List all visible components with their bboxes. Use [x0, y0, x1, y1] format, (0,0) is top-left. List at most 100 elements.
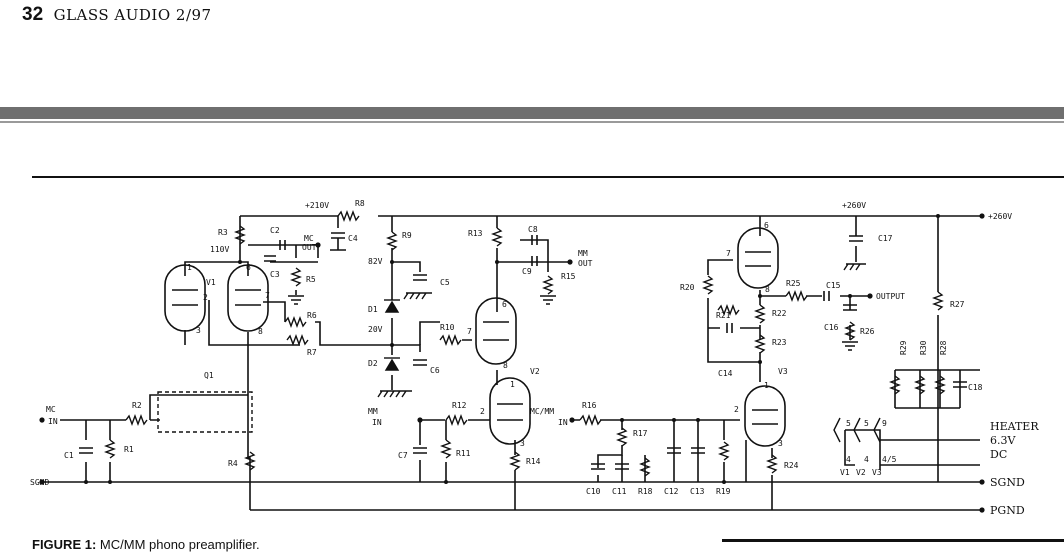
label-mcmm-in-2: IN [558, 418, 568, 427]
component-labels: +210V R8 R3 110V C2 C3 R5 MC OUT C4 R9 8… [30, 199, 1039, 517]
label-r25: R25 [786, 279, 801, 288]
resistors [104, 210, 946, 477]
label-pin8c: 8 [765, 285, 770, 294]
figure-top-rule [32, 176, 1064, 178]
label-r6: R6 [307, 311, 317, 320]
figure-caption: FIGURE 1: MC/MM phono preamplifier. [32, 537, 260, 552]
label-h5b: 5 [864, 419, 869, 428]
label-pin6a: 6 [246, 263, 251, 272]
label-r18: R18 [638, 487, 653, 496]
label-r13: R13 [468, 229, 483, 238]
caption-label: FIGURE 1: [32, 537, 97, 552]
label-r22: R22 [772, 309, 787, 318]
label-hv1: V1 [840, 468, 850, 477]
label-output: OUTPUT [876, 292, 905, 301]
label-h4b: 4 [864, 455, 869, 464]
label-d2: D2 [368, 359, 378, 368]
label-pin2a: 2 [203, 293, 208, 302]
vacuum-tubes [164, 227, 786, 447]
label-h9: 9 [882, 419, 887, 428]
label-c9: C9 [522, 267, 532, 276]
label-heater-1: HEATER [990, 420, 1039, 433]
q1-dashed-outline [157, 391, 253, 433]
label-mc-in-1: MC [46, 405, 56, 414]
header-band-line [0, 121, 1064, 123]
label-r30: R30 [919, 340, 928, 355]
label-h4a: 4 [846, 455, 851, 464]
zener-diodes [384, 299, 400, 371]
label-pin1a: 1 [187, 263, 192, 272]
label-r17: R17 [633, 429, 648, 438]
wires [42, 215, 982, 511]
label-r15: R15 [561, 272, 576, 281]
label-v1: V1 [206, 278, 216, 287]
label-r2: R2 [132, 401, 142, 410]
label-c6: C6 [430, 366, 440, 375]
label-hv3: V3 [872, 468, 882, 477]
label-r7: R7 [307, 348, 317, 357]
label-c2: C2 [270, 226, 280, 235]
label-d1: D1 [368, 305, 378, 314]
terminals [39, 213, 985, 513]
label-pin6b: 6 [502, 300, 507, 309]
capacitors [79, 232, 967, 470]
label-hv2: V2 [856, 468, 866, 477]
label-pin3a: 3 [196, 326, 201, 335]
page-header: 32 GLASS AUDIO 2/97 [22, 4, 212, 26]
label-pin6c: 6 [764, 221, 769, 230]
label-r21: R21 [716, 311, 731, 320]
label-c15: C15 [826, 281, 841, 290]
label-r1: R1 [124, 445, 134, 454]
label-mm-in-1: MM [368, 407, 378, 416]
label-r19: R19 [716, 487, 731, 496]
label-c5: C5 [440, 278, 450, 287]
label-pin8a: 8 [258, 327, 263, 336]
label-c13: C13 [690, 487, 705, 496]
label-v2: V2 [530, 367, 540, 376]
label-heater-3: DC [990, 448, 1007, 461]
label-r5: R5 [306, 275, 316, 284]
label-c7: C7 [398, 451, 408, 460]
label-r24: R24 [784, 461, 799, 470]
label-r14: R14 [526, 457, 541, 466]
figure-bottom-rule [722, 539, 1064, 542]
label-sgnd-right: SGND [990, 476, 1025, 489]
label-pin3b: 3 [520, 439, 525, 448]
label-r8: R8 [355, 199, 365, 208]
label-c3: C3 [270, 270, 280, 279]
label-c16: C16 [824, 323, 839, 332]
header-band [0, 107, 1064, 119]
label-mc-in-2: IN [48, 417, 58, 426]
label-r27: R27 [950, 300, 965, 309]
label-260v-right: +260V [988, 212, 1012, 221]
label-r28: R28 [939, 340, 948, 355]
label-sgnd-left: SGND [30, 478, 49, 487]
label-pin2b: 2 [480, 407, 485, 416]
label-c12: C12 [664, 487, 679, 496]
label-mc-out-2: OUT [302, 243, 317, 252]
label-r12: R12 [452, 401, 467, 410]
label-r20: R20 [680, 283, 695, 292]
label-r3: R3 [218, 228, 228, 237]
heater-windings [833, 417, 881, 443]
label-r23: R23 [772, 338, 787, 347]
label-c4: C4 [348, 234, 358, 243]
label-mm-out-1: MM [578, 249, 588, 258]
label-260v: +260V [842, 201, 866, 210]
label-r29: R29 [899, 340, 908, 355]
label-c14: C14 [718, 369, 733, 378]
label-heater-2: 6.3V [990, 434, 1016, 447]
label-r26: R26 [860, 327, 875, 336]
label-c18: C18 [968, 383, 983, 392]
label-pgnd-right: PGND [990, 504, 1025, 517]
caption-text: MC/MM phono preamplifier. [96, 537, 260, 552]
label-h5a: 5 [846, 419, 851, 428]
label-110v: 110V [210, 245, 229, 254]
page-number: 32 [22, 4, 44, 25]
label-20v: 20V [368, 325, 383, 334]
label-c10: C10 [586, 487, 601, 496]
label-210v: +210V [305, 201, 329, 210]
label-mm-in-2: IN [372, 418, 382, 427]
label-c17: C17 [878, 234, 893, 243]
